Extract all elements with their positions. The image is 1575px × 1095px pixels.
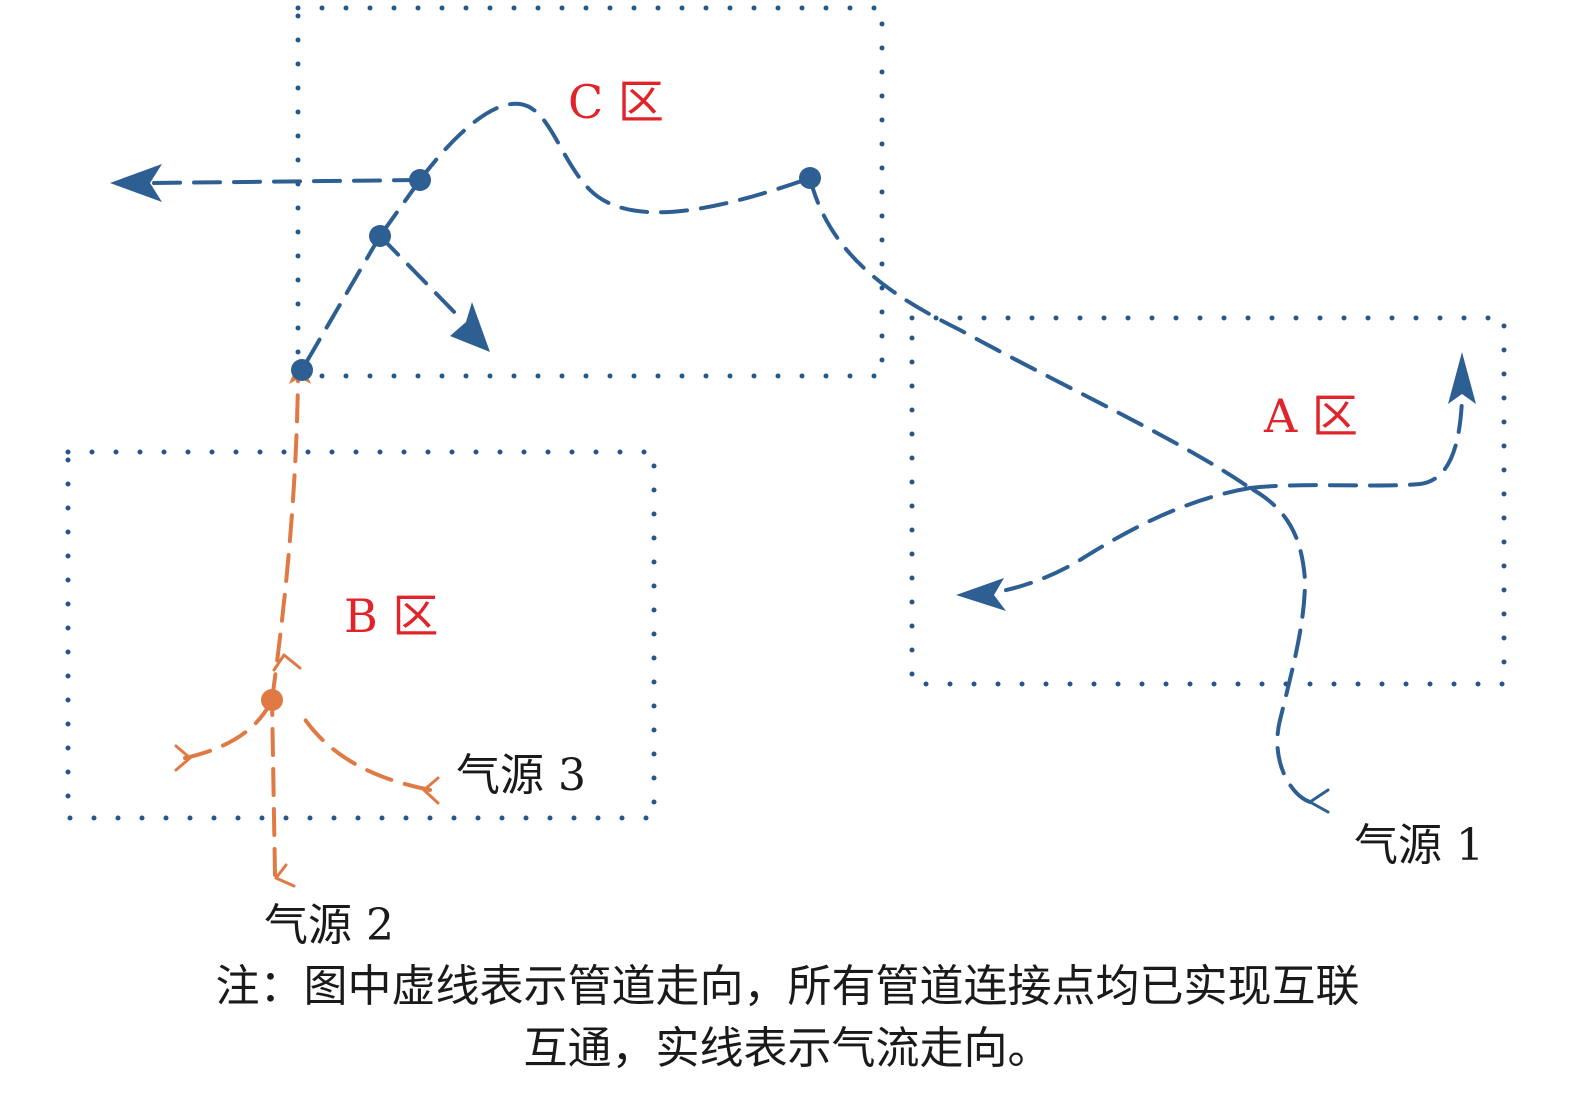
zone-c-boundary — [295, 5, 885, 379]
pipe-b-from-west — [183, 698, 274, 760]
zone-a-label: A 区 — [1263, 389, 1358, 443]
node-c-lower — [369, 225, 391, 247]
node-b-junction — [261, 689, 283, 711]
pipe-c-southeast-outlet — [378, 234, 464, 322]
note-line-1: 注：图中虚线表示管道走向，所有管道连接点均已实现互联 — [215, 961, 1360, 1012]
arrow-a-north — [1448, 352, 1476, 404]
gas-pipeline-diagram: C 区 A 区 B 区 气源 1 气源 2 气源 3 — [65, 5, 1507, 951]
source-2-label: 气源 2 — [264, 900, 394, 951]
zone-a-boundary — [909, 315, 1507, 687]
pipe-c-west-outlet — [148, 178, 422, 185]
arrow-southeast-outlet — [450, 302, 490, 352]
arrow-a-west — [956, 578, 1006, 611]
pipe-b-main-up — [270, 378, 300, 702]
zone-c-label: C 区 — [568, 75, 664, 129]
pipe-b-from-source2 — [270, 698, 277, 877]
node-c-east — [799, 167, 821, 189]
chevron-source3 — [422, 776, 440, 805]
diagram-note: 注：图中虚线表示管道走向，所有管道连接点均已实现互联 互通，实线表示气流走向。 — [0, 956, 1575, 1080]
arrow-west-outlet — [110, 164, 162, 202]
pipe-source1-feed — [1248, 486, 1312, 804]
pipe-c-branch-to-node — [378, 178, 422, 238]
chevron-source2 — [274, 863, 296, 888]
node-c-upper — [409, 169, 431, 191]
chevron-source1 — [1308, 788, 1330, 814]
note-line-2: 互通，实线表示气流走向。 — [523, 1023, 1052, 1074]
zone-b-boundary — [65, 449, 657, 821]
pipe-c-to-a — [808, 176, 1252, 490]
source-3-label: 气源 3 — [456, 750, 586, 801]
chevron-b-west — [174, 744, 192, 772]
pipe-a-to-north — [1248, 398, 1464, 490]
node-c-inlet — [291, 359, 313, 381]
source-1-label: 气源 1 — [1354, 820, 1484, 871]
zone-b-label: B 区 — [344, 589, 438, 643]
pipe-c-node-to-inlet — [301, 234, 382, 370]
pipe-a-to-west — [990, 486, 1252, 595]
pipe-c-north-loop — [418, 101, 812, 215]
pipe-b-from-source3 — [298, 710, 432, 792]
chevron-b-junction — [272, 653, 302, 672]
